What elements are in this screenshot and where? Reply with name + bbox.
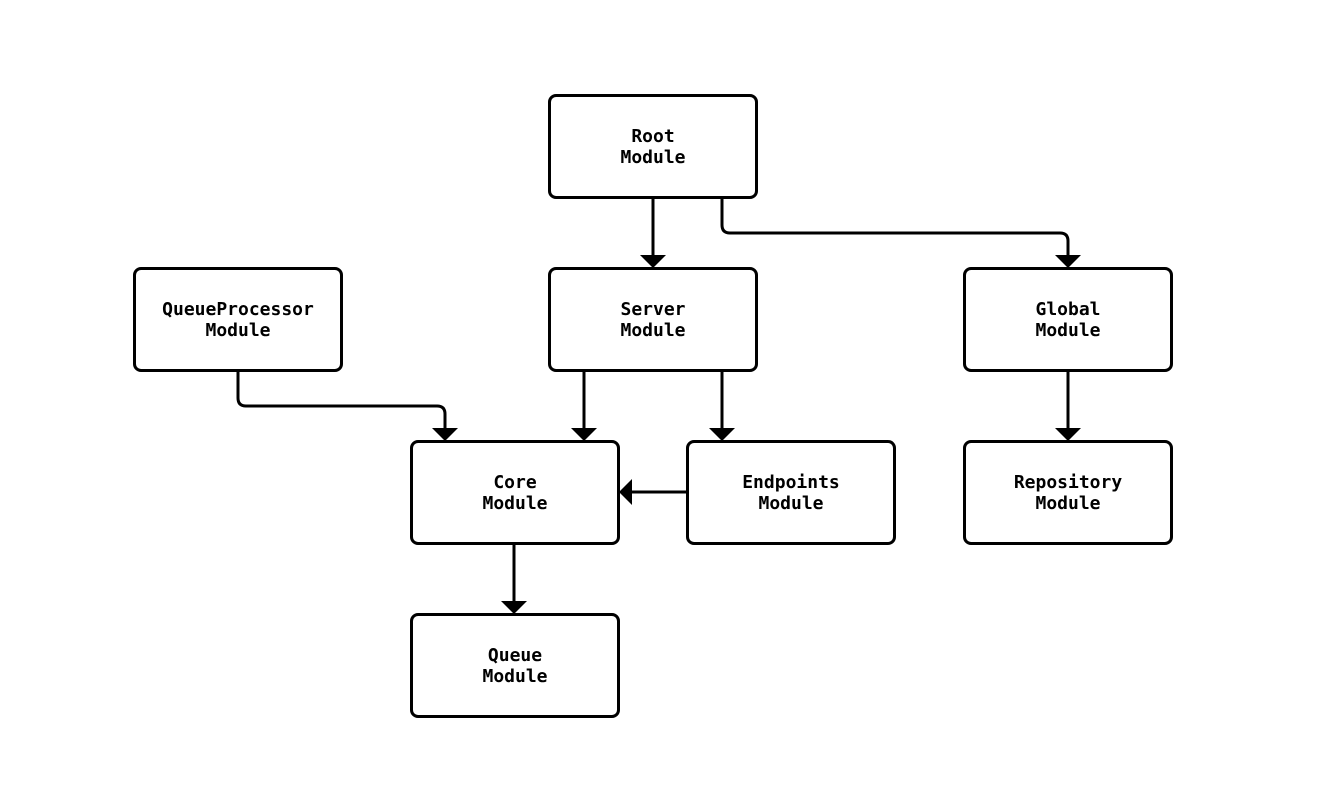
edge-root-to-global	[720, 198, 1070, 256]
node-root[interactable]: Root Module	[548, 94, 758, 199]
node-queueprocessor[interactable]: QueueProcessor Module	[133, 267, 343, 372]
node-label: QueueProcessor	[162, 298, 314, 320]
arrowhead-icon	[571, 428, 597, 441]
node-label: Module	[1035, 319, 1101, 341]
node-global[interactable]: Global Module	[963, 267, 1173, 372]
node-repository[interactable]: Repository Module	[963, 440, 1173, 545]
arrowhead-icon	[640, 255, 666, 268]
node-label: Module	[205, 319, 271, 341]
node-label: Module	[620, 146, 686, 168]
node-label: Endpoints	[742, 471, 840, 493]
node-label: Module	[620, 319, 686, 341]
node-label: Repository	[1013, 471, 1123, 493]
edge-queueprocessor-to-core	[236, 371, 447, 429]
node-label: Core	[493, 471, 537, 493]
arrowhead-icon	[1055, 255, 1081, 268]
node-label: Module	[482, 665, 548, 687]
node-endpoints[interactable]: Endpoints Module	[686, 440, 896, 545]
node-label: Module	[1035, 492, 1101, 514]
node-label: Server	[620, 298, 686, 320]
node-label: Root	[631, 125, 675, 147]
node-label: Queue	[487, 644, 543, 666]
node-label: Global	[1035, 298, 1101, 320]
node-label: Module	[758, 492, 824, 514]
arrowhead-icon	[1055, 428, 1081, 441]
node-core[interactable]: Core Module	[410, 440, 620, 545]
arrowhead-icon	[432, 428, 458, 441]
arrowhead-icon	[501, 601, 527, 614]
arrowhead-icon	[619, 479, 632, 505]
arrowhead-icon	[709, 428, 735, 441]
node-queue[interactable]: Queue Module	[410, 613, 620, 718]
node-label: Module	[482, 492, 548, 514]
node-server[interactable]: Server Module	[548, 267, 758, 372]
